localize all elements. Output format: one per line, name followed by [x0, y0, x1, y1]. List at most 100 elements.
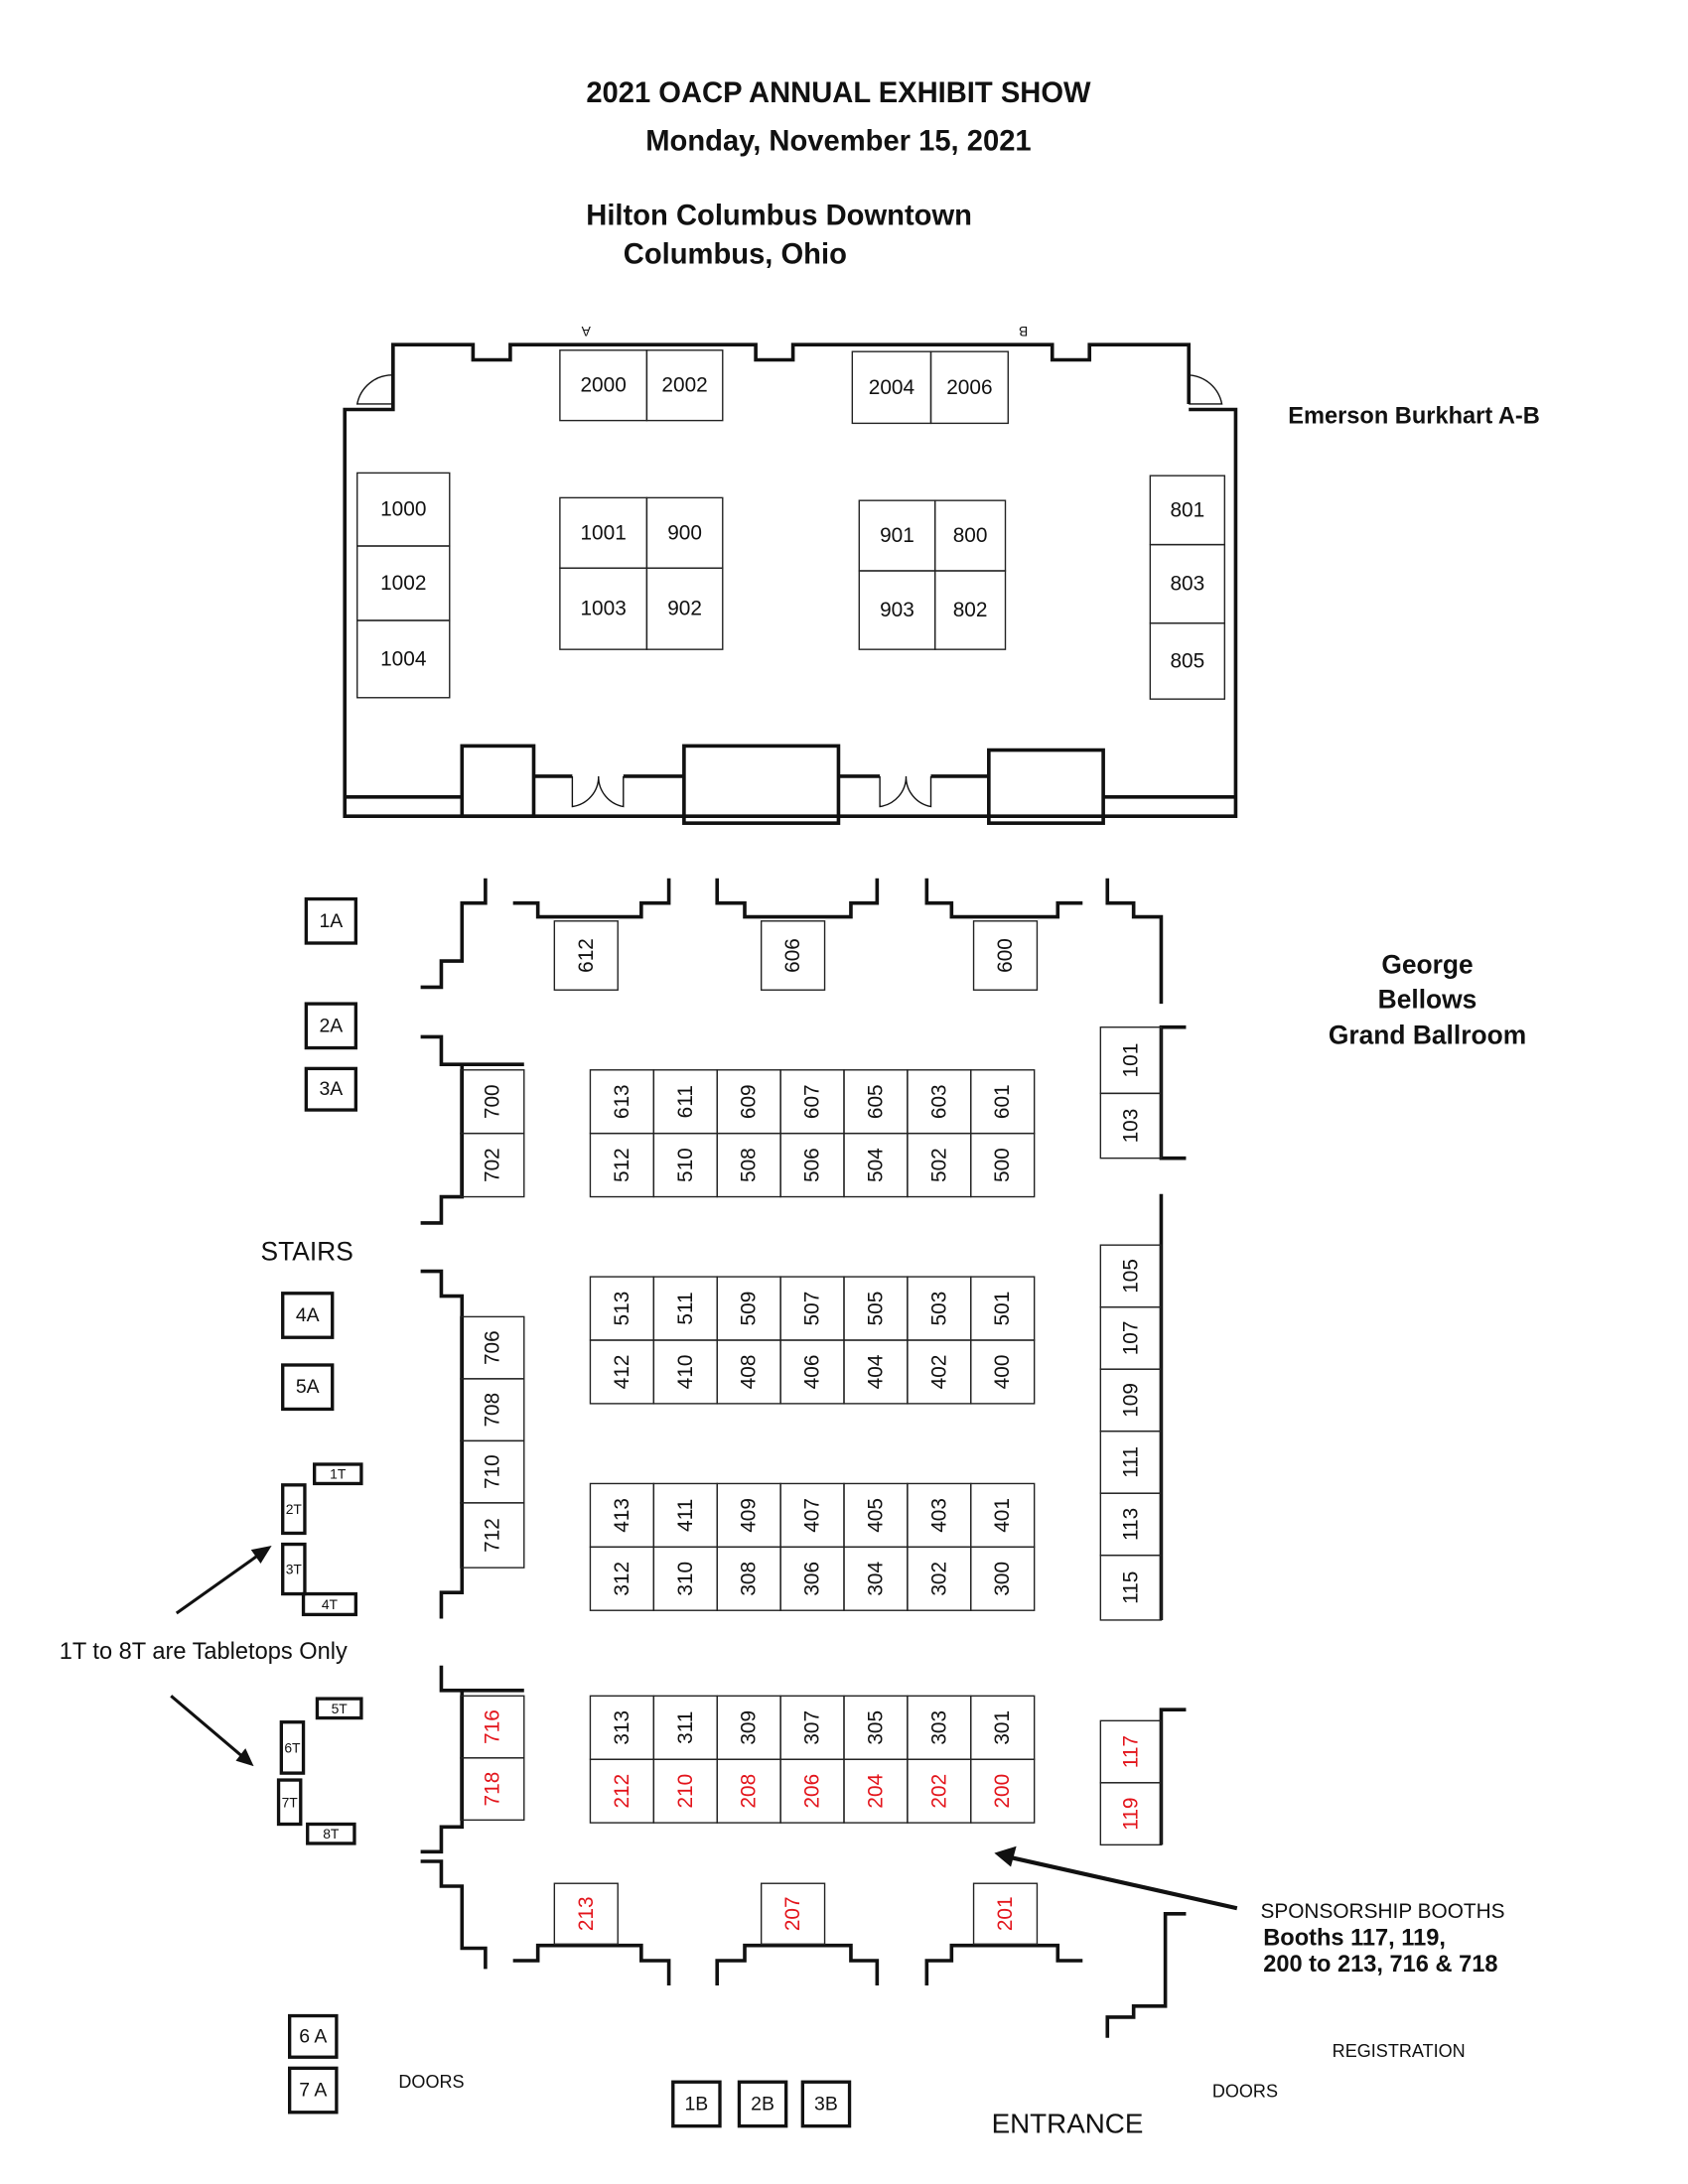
booth-number: 408 [738, 1355, 761, 1390]
booth-603: 603 [907, 1069, 972, 1135]
booth-900: 900 [645, 496, 724, 569]
booth-number: 204 [864, 1774, 887, 1809]
tabletop-4T: 4T [301, 1591, 357, 1617]
booth-number: 111 [1119, 1446, 1142, 1478]
booth-115: 115 [1099, 1554, 1163, 1621]
booth-1004: 1004 [356, 619, 451, 699]
booth-311: 311 [652, 1695, 718, 1760]
booth-3B: 3B [800, 2080, 852, 2128]
booth-number: 612 [575, 938, 598, 973]
kiosk-3A: 3A [304, 1066, 357, 1112]
booth-number: 510 [674, 1148, 697, 1182]
booth-number: 6 A [299, 2025, 327, 2047]
booth-2B: 2B [737, 2080, 788, 2128]
booth-number: 702 [481, 1148, 503, 1182]
booth-308: 308 [716, 1546, 781, 1611]
booth-113: 113 [1099, 1492, 1163, 1557]
booth-702: 702 [460, 1132, 525, 1198]
booth-number: 505 [864, 1292, 887, 1326]
lower-room-name-line-2: Bellows [1378, 984, 1477, 1014]
booth-number: 2B [751, 2093, 774, 2115]
booth-109: 109 [1099, 1368, 1163, 1433]
booth-number: 800 [953, 524, 988, 547]
booth-number: 312 [611, 1562, 633, 1596]
booth-212: 212 [589, 1758, 655, 1824]
booth-213: 213 [553, 1882, 619, 1946]
booth-number: 710 [481, 1454, 503, 1489]
booth-number: 802 [953, 599, 988, 621]
kiosk-5A: 5A [281, 1363, 335, 1412]
booth-2002: 2002 [645, 349, 724, 422]
booth-number: 200 [991, 1774, 1014, 1809]
booth-708: 708 [460, 1378, 525, 1442]
booth-number: 306 [801, 1562, 824, 1596]
tabletop-7T: 7T [276, 1778, 303, 1827]
booth-number: 310 [674, 1562, 697, 1596]
booth-700: 700 [460, 1069, 525, 1135]
booth-2006: 2006 [929, 350, 1009, 425]
booth-606: 606 [760, 920, 826, 991]
booth-number: 509 [738, 1292, 761, 1326]
booth-405: 405 [843, 1482, 909, 1549]
booth-600: 600 [972, 920, 1039, 991]
booth-411: 411 [652, 1482, 718, 1549]
booth-number: 504 [864, 1148, 887, 1182]
booth-601: 601 [970, 1069, 1036, 1135]
arrow-icon [994, 1845, 1238, 1911]
booth-200: 200 [970, 1758, 1036, 1824]
booth-number: 115 [1119, 1571, 1142, 1604]
booth-number: 902 [667, 598, 702, 620]
show-title: 2021 OACP ANNUAL EXHIBIT SHOW [586, 77, 1091, 109]
booth-number: 8T [323, 1826, 340, 1842]
booth-400: 400 [970, 1339, 1036, 1405]
lower-room-name-line-1: George [1381, 950, 1473, 980]
show-date: Monday, November 15, 2021 [645, 125, 1031, 157]
kiosk-4A: 4A [281, 1292, 335, 1339]
booth-404: 404 [843, 1339, 909, 1405]
booth-number: 600 [994, 938, 1017, 973]
booth-312: 312 [589, 1546, 655, 1611]
booth-number: 1001 [580, 521, 626, 544]
booth-number: 606 [781, 938, 804, 973]
booth-number: 1002 [380, 572, 426, 595]
booth-number: 1003 [580, 598, 626, 620]
booth-number: 400 [991, 1355, 1014, 1390]
booth-number: 305 [864, 1710, 887, 1745]
booth-number: 1000 [380, 498, 426, 521]
booth-number: 401 [991, 1498, 1014, 1533]
kiosk-2A: 2A [304, 1002, 357, 1050]
booth-117: 117 [1099, 1719, 1163, 1784]
booth-number: 208 [738, 1774, 761, 1809]
booth-500: 500 [970, 1132, 1036, 1198]
booth-number: 2A [319, 1015, 343, 1036]
booth-number: 412 [611, 1355, 633, 1390]
booth-number: 1T [330, 1466, 347, 1482]
booth-501: 501 [970, 1276, 1036, 1341]
booth-612: 612 [553, 920, 619, 991]
booth-803: 803 [1149, 543, 1226, 624]
booth-609: 609 [716, 1069, 781, 1135]
door-marker-a: A [581, 324, 591, 340]
booth-number: 109 [1119, 1383, 1142, 1418]
booth-504: 504 [843, 1132, 909, 1198]
booth-300: 300 [970, 1546, 1036, 1611]
booth-number: 103 [1119, 1109, 1142, 1144]
kiosk-1A: 1A [304, 896, 357, 945]
booth-number: 309 [738, 1710, 761, 1745]
booth-number: 508 [738, 1148, 761, 1182]
booth-number: 506 [801, 1148, 824, 1182]
lower-room-walls [420, 878, 1187, 2038]
booth-509: 509 [716, 1276, 781, 1341]
booth-number: 3A [319, 1078, 343, 1100]
booth-number: 410 [674, 1355, 697, 1390]
booth-503: 503 [907, 1276, 972, 1341]
booth-302: 302 [907, 1546, 972, 1611]
booth-number: 2004 [869, 376, 914, 399]
booth-902: 902 [645, 567, 724, 650]
booth-number: 3B [814, 2093, 838, 2115]
upper-room-walls [343, 342, 1238, 825]
booth-413: 413 [589, 1482, 655, 1549]
booth-number: 210 [674, 1774, 697, 1809]
booth-number: 900 [667, 521, 702, 544]
